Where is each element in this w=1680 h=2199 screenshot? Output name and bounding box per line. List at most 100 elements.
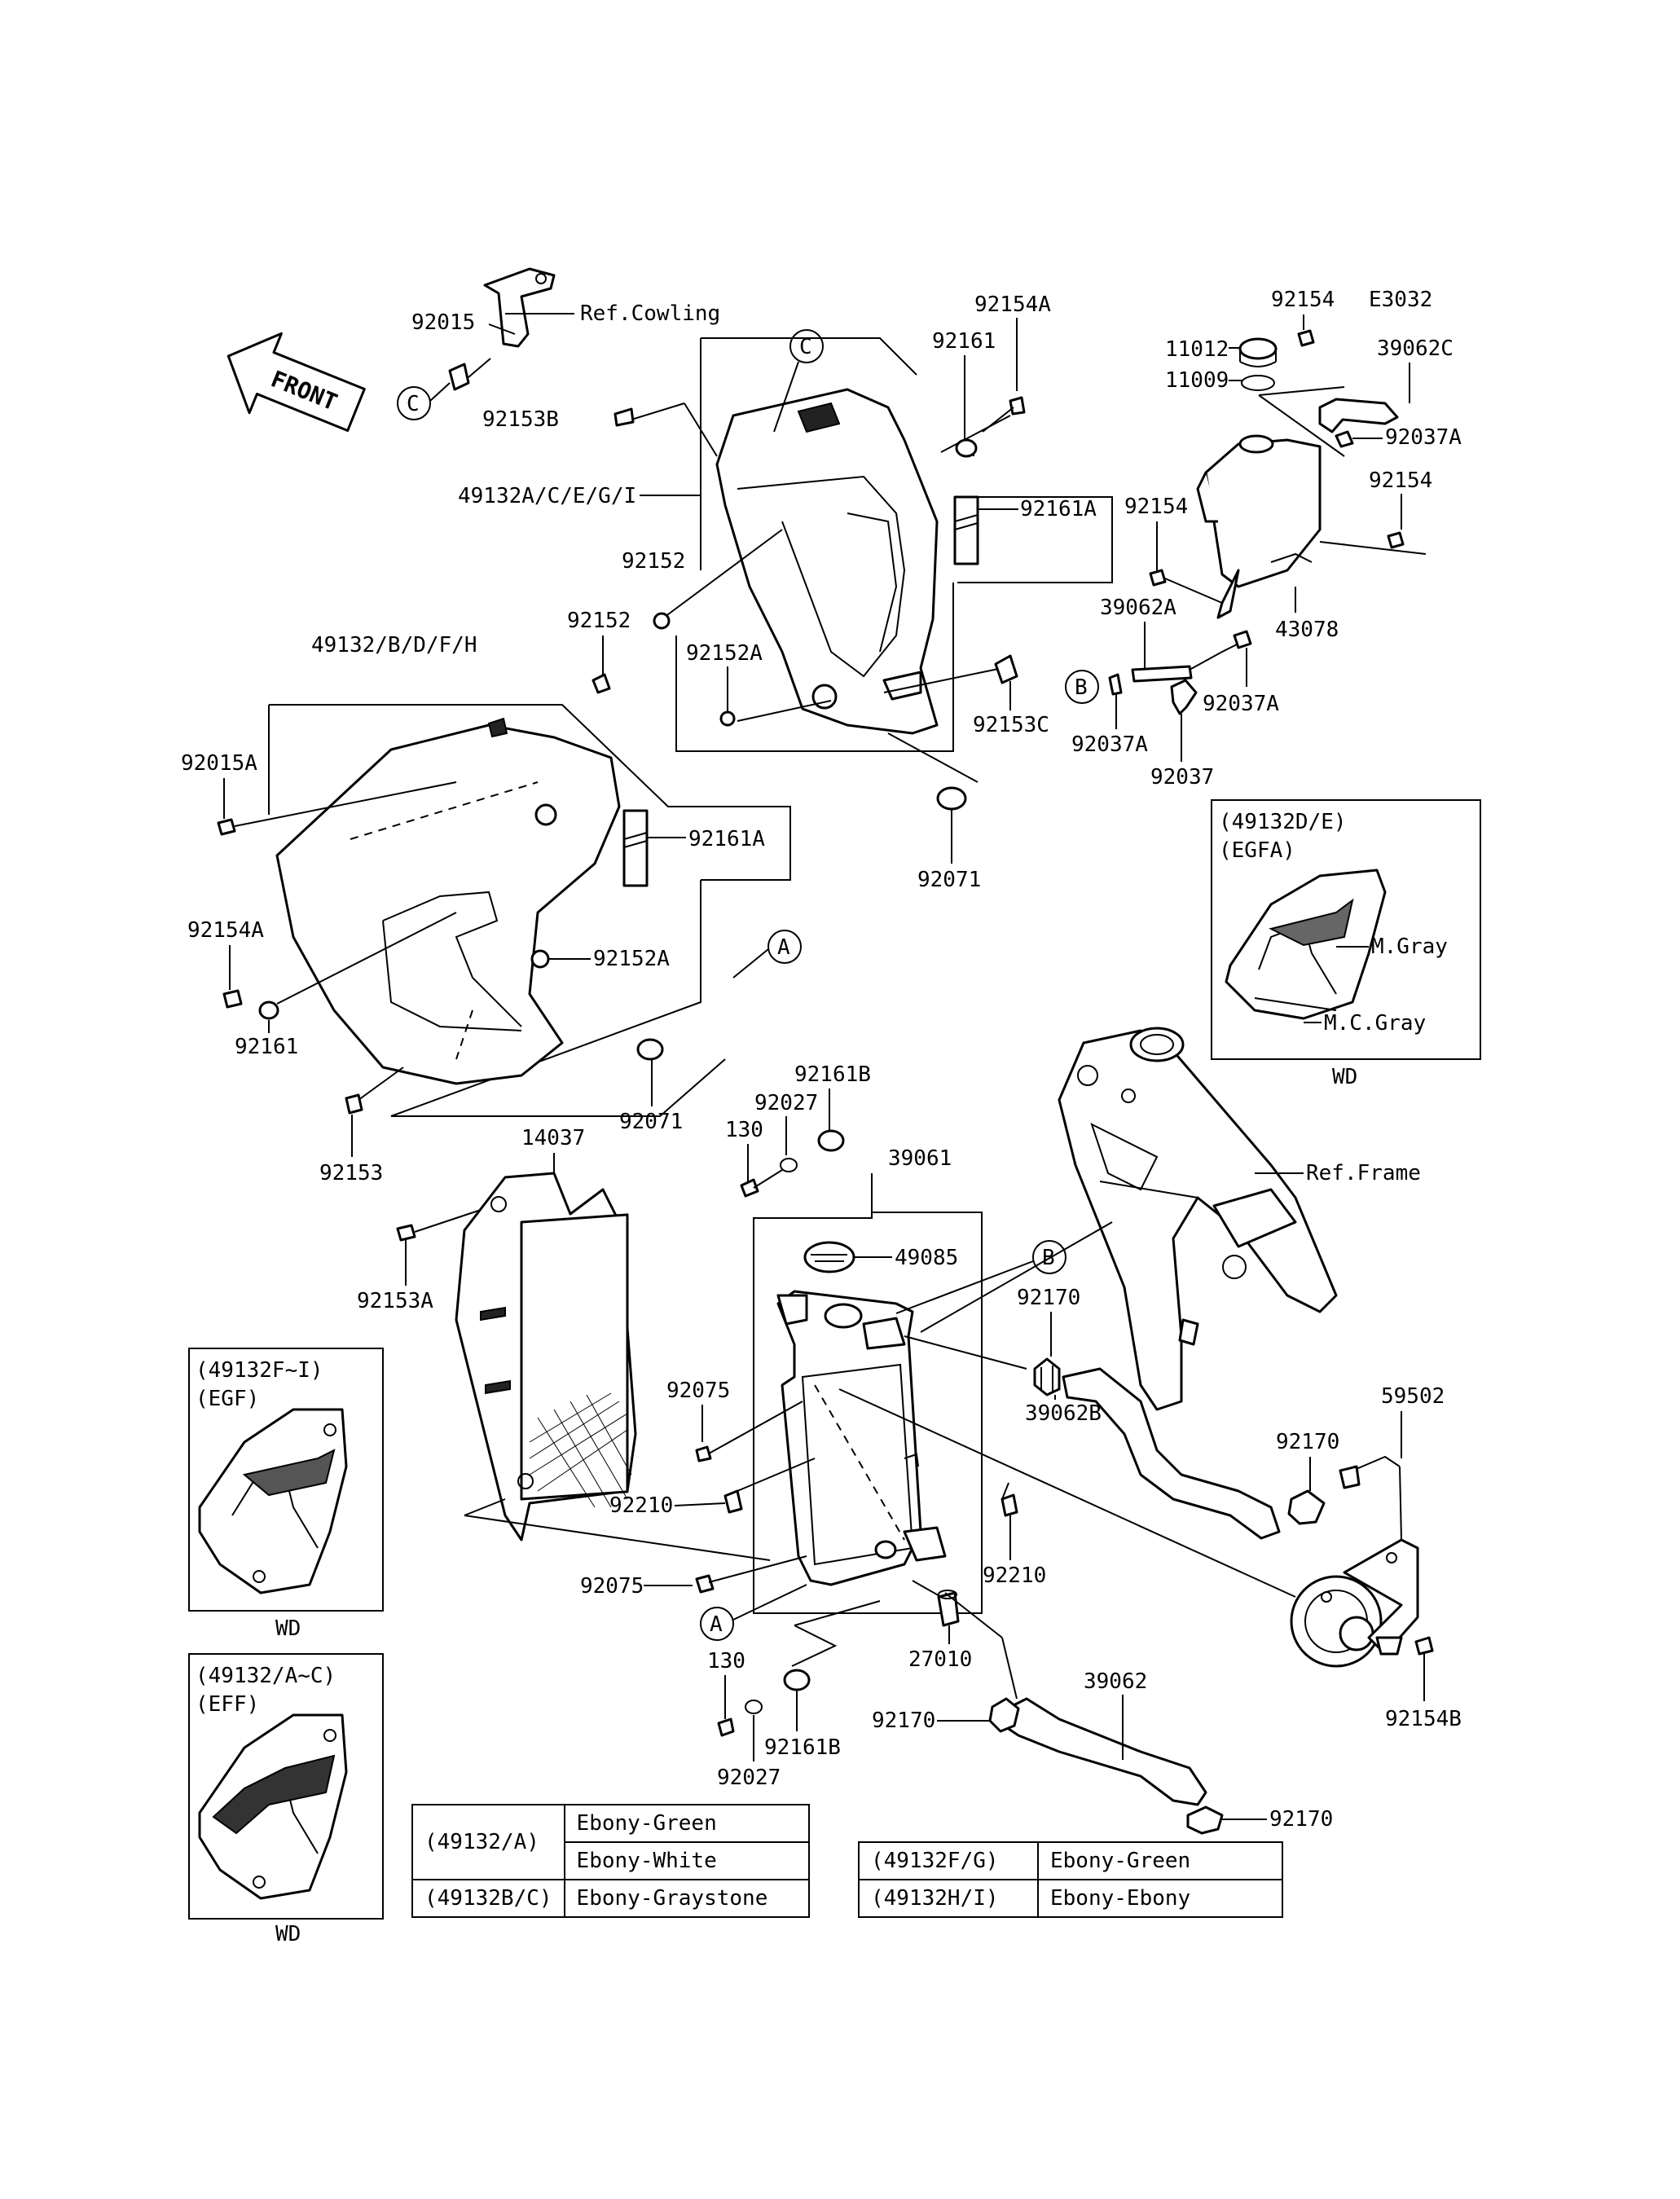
label-130-low: 130 [707, 1649, 745, 1673]
label-92027-low: 92027 [717, 1766, 781, 1790]
label-39062: 39062 [1084, 1669, 1147, 1694]
color-table-left: (49132/A) Ebony-Green Ebony-White (49132… [411, 1804, 810, 1918]
label-92015a: 92015A [181, 751, 257, 776]
ctl-color-a2: Ebony-White [563, 1841, 810, 1880]
label-14037: 14037 [521, 1126, 585, 1150]
ctl-model-a: (49132/A) [411, 1804, 565, 1880]
label-92037: 92037 [1150, 765, 1214, 789]
ctl-color-a1: Ebony-Green [563, 1804, 810, 1843]
label-39062c: 39062C [1377, 336, 1454, 361]
label-39062b: 39062B [1025, 1401, 1102, 1426]
svg-text:B: B [1075, 675, 1088, 700]
svg-text:A: A [710, 1612, 723, 1637]
label-92170-r: 92170 [1276, 1430, 1339, 1454]
clamp-92170-low [988, 1697, 1020, 1733]
label-92161b-low: 92161B [764, 1735, 841, 1760]
radiator-cap-49085 [803, 1241, 855, 1273]
svg-text:(49132F~I): (49132F~I) [196, 1358, 323, 1383]
circle-c-callout-top[interactable]: C [773, 329, 824, 433]
label-92154-r: 92154 [1369, 468, 1432, 493]
spacer-92161a-top [953, 495, 979, 565]
ctl-color-bc: Ebony-Graystone [563, 1879, 810, 1918]
radiator-cover-grille [455, 1172, 637, 1541]
svg-text:A: A [777, 935, 790, 960]
hose-39062 [1001, 1697, 1207, 1806]
hose-39062a [1131, 665, 1193, 683]
label-39061: 39061 [888, 1146, 952, 1171]
label-39062a: 39062A [1100, 596, 1176, 620]
label-ref-frame: Ref.Frame [1306, 1161, 1421, 1185]
hose-39062c [1318, 398, 1399, 433]
ctl-model-bc: (49132B/C) [411, 1879, 565, 1918]
label-92075-low: 92075 [580, 1574, 644, 1599]
label-49085: 49085 [895, 1246, 958, 1270]
label-92170-bot: 92170 [1269, 1807, 1333, 1832]
label-ref-cowling: Ref.Cowling [580, 301, 720, 326]
inset-eff-note: WD [275, 1922, 301, 1946]
svg-text:C: C [407, 392, 420, 416]
label-92161-low: 92161 [235, 1035, 298, 1059]
svg-text:C: C [799, 335, 812, 359]
fitting-27010 [937, 1590, 960, 1627]
ctr-color-hi: Ebony-Ebony [1037, 1879, 1283, 1918]
circle-a-callout-rad[interactable]: A [700, 1584, 807, 1641]
label-92071-low: 92071 [619, 1110, 683, 1134]
label-92152-top: 92152 [622, 549, 685, 574]
ctr-model-fg: (49132F/G) [858, 1841, 1039, 1880]
label-27010: 27010 [908, 1647, 972, 1672]
label-11012: 11012 [1165, 337, 1229, 362]
spacer-92161a-low [622, 809, 649, 887]
inset-egf: (49132F~I) (EGF) [188, 1348, 384, 1612]
inset-egfa-note: WD [1332, 1065, 1357, 1089]
reservoir-cap-11012 [1238, 337, 1278, 360]
upper-radiator-shroud [715, 388, 939, 735]
label-92071-top: 92071 [917, 868, 981, 892]
label-92210-l: 92210 [609, 1493, 673, 1518]
ctr-color-fg: Ebony-Green [1037, 1841, 1283, 1880]
grommet-92152-top [653, 612, 671, 630]
label-m-gray: M.Gray [1371, 935, 1448, 959]
label-92154a-low: 92154A [187, 918, 264, 943]
clip-92037 [1170, 679, 1198, 715]
collar-92161-top [955, 438, 978, 458]
o-ring-11009 [1241, 375, 1275, 391]
circle-a-callout-low[interactable]: A [732, 930, 802, 979]
color-table-right: (49132F/G) Ebony-Green (49132H/I) Ebony-… [858, 1841, 1283, 1918]
circle-b-callout-tank[interactable]: B [1065, 670, 1099, 704]
label-92037a-m: 92037A [1203, 692, 1279, 716]
label-92075-top: 92075 [666, 1379, 730, 1403]
nut-92210-l [723, 1489, 743, 1514]
grommet-92071-top [936, 786, 967, 811]
label-92210-r: 92210 [983, 1563, 1046, 1588]
grommet-92152a-low [530, 949, 550, 969]
label-92154-top: 92154 [1271, 288, 1335, 312]
label-92027-top: 92027 [754, 1091, 818, 1115]
radiator-fan-59502 [1290, 1455, 1419, 1668]
label-59502: 59502 [1381, 1384, 1445, 1409]
label-92170-top: 92170 [1017, 1286, 1080, 1310]
clamp-92170-bot [1186, 1805, 1224, 1835]
label-92037a-l: 92037A [1071, 732, 1148, 757]
grommet-92071-low [636, 1038, 664, 1061]
circle-b-callout-rad[interactable]: B [895, 1240, 1066, 1314]
label-92152-mid: 92152 [567, 609, 631, 633]
label-92161-top: 92161 [932, 329, 996, 354]
label-49132a-c-e-g-i: 49132A/C/E/G/I [458, 484, 636, 508]
cowling-bracket [448, 267, 574, 391]
label-92153: 92153 [319, 1161, 383, 1185]
svg-text:(49132D/E): (49132D/E) [1219, 810, 1347, 834]
grommet-92152a-top [719, 710, 736, 727]
lower-radiator-shroud [275, 717, 621, 1085]
label-43078: 43078 [1275, 618, 1339, 642]
label-92037a-r: 92037A [1385, 425, 1462, 450]
label-92152a-low: 92152A [593, 947, 670, 971]
label-92154b: 92154B [1385, 1707, 1462, 1731]
circle-c-callout-left[interactable]: C [397, 382, 451, 420]
label-92170-low: 92170 [872, 1709, 935, 1733]
inset-eff: (49132/A~C) (EFF) [188, 1653, 384, 1920]
frame-section [1058, 1027, 1338, 1411]
hose-39062b [1062, 1367, 1281, 1540]
svg-text:(EFF): (EFF) [196, 1692, 259, 1717]
label-92015: 92015 [411, 310, 475, 335]
inset-egf-note: WD [275, 1616, 301, 1641]
